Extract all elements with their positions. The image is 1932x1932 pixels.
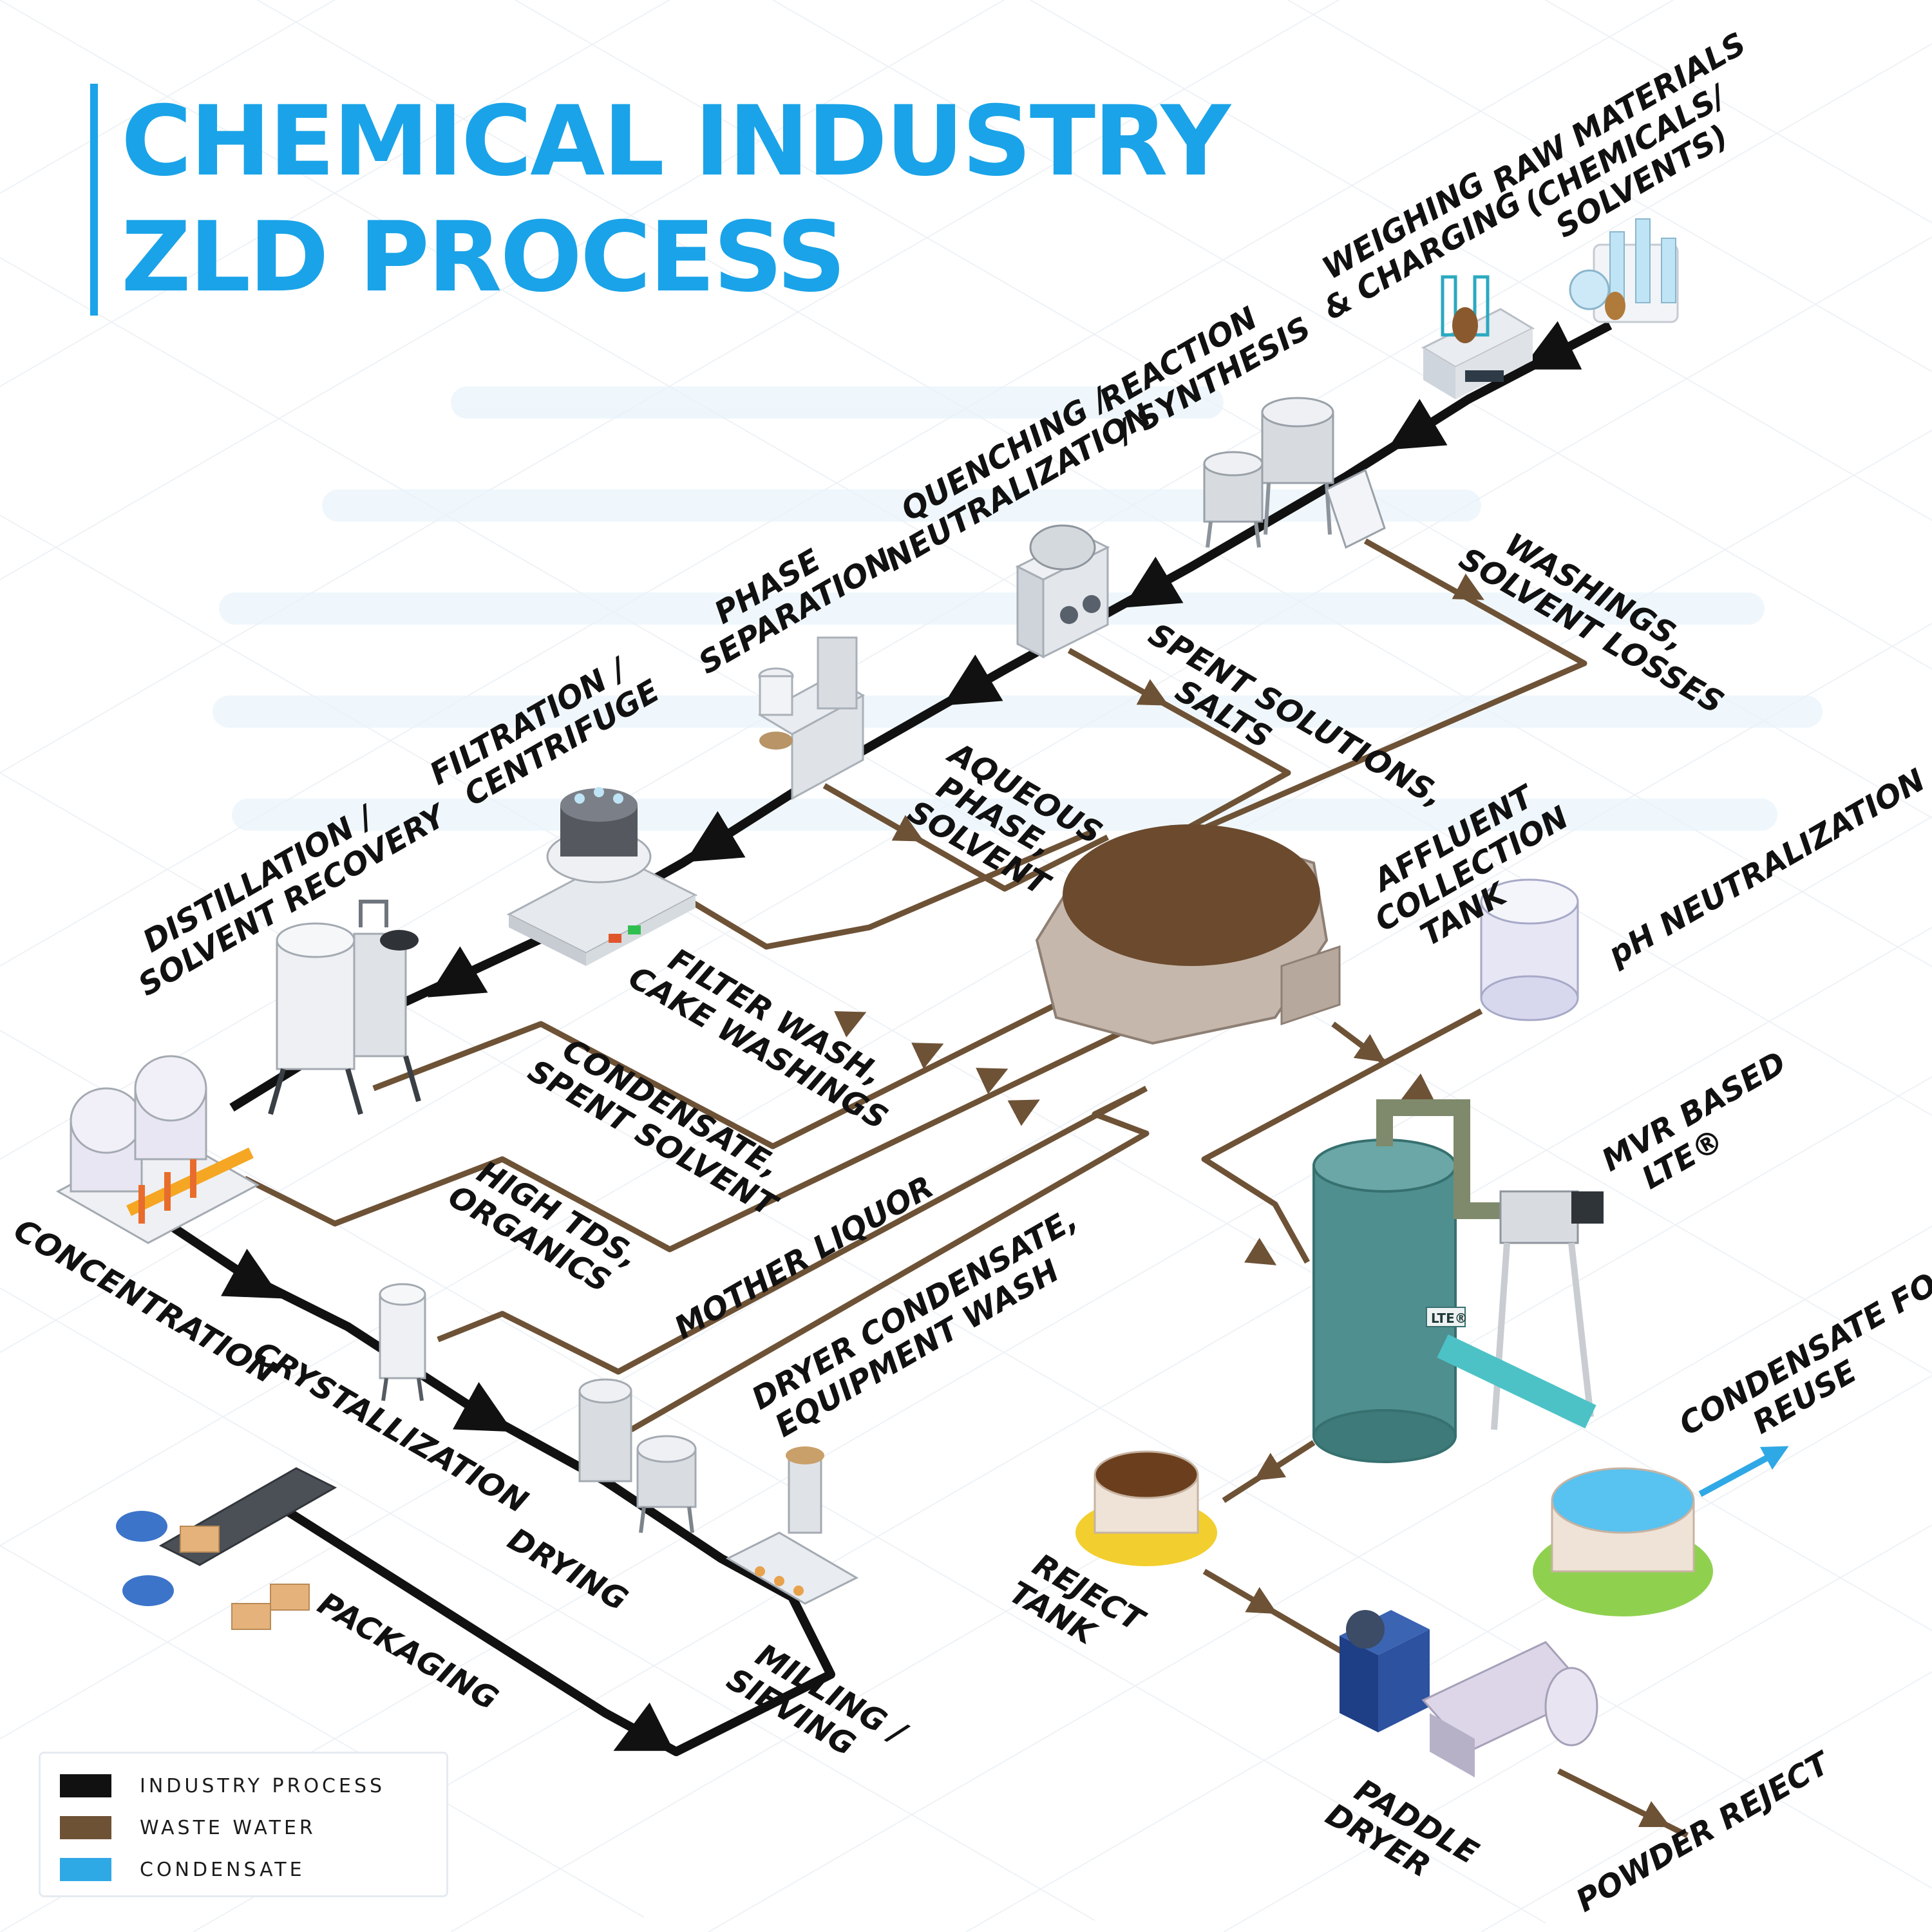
distillation-unit-icon [268,900,421,1115]
legend: INDUSTRY PROCESS WASTE WATER CONDENSATE [39,1752,448,1897]
concentration-tanks-icon [55,1055,260,1244]
centrifuge-icon [506,787,698,966]
waste-water-lines [243,538,1689,1839]
ww-condensate-spent [372,963,1135,1150]
ww-tank-to-ph [1331,1009,1483,1066]
lte-badge: LTE® [1431,1311,1468,1326]
raw-materials-flasks-icon [1569,218,1679,323]
title-line-1: CHEMICAL INDUSTRY [121,86,1231,198]
reject-tank-icon [1075,1450,1217,1566]
condensate-lines [1698,1446,1789,1497]
condensate-reuse-line [1698,1446,1789,1497]
milling-sieve-icon [725,1446,859,1605]
ww-dryer-condensate [629,1092,1150,1432]
legend-swatch-waste [60,1816,111,1839]
ww-mother-liquor [437,1086,1148,1375]
paddle-dryer-icon [1340,1610,1598,1777]
label-mvr: MVR BASED LTE® [1596,1045,1792,1197]
title-block: CHEMICAL INDUSTRY ZLD PROCESS [90,84,1231,316]
ww-washings [1197,538,1587,834]
crystallizer-icon [379,1283,426,1401]
ww-aqueous [822,783,1110,892]
legend-item-waste-water: WASTE WATER [60,1808,316,1847]
label-condensate-reuse: CONDENSATE FOR REUSE [1673,1254,1932,1443]
legend-swatch-condensate [60,1858,111,1881]
label-paddle-dryer: PADDLE DRYER [1320,1772,1484,1885]
ww-high-tds [243,1014,1154,1253]
weighing-scale-icon [1421,275,1535,399]
label-powder-reject: POWDER REJECT [1570,1744,1837,1919]
svg-text:pH NEUTRALIZATION: pH NEUTRALIZATION [1602,762,1931,973]
legend-item-condensate: CONDENSATE [60,1850,305,1889]
condensate-tank-icon [1533,1467,1713,1616]
ww-dryer-to-powder [1557,1768,1689,1839]
industry-process-lines [146,321,1613,1756]
quenching-unit-icon [1015,524,1110,659]
title-line-2: ZLD PROCESS [121,202,846,314]
ww-reject-to-dryer [1202,1569,1361,1664]
reactor-vessels-icon [1203,397,1386,549]
legend-label-condensate: CONDENSATE [140,1858,305,1881]
legend-label-industry: INDUSTRY PROCESS [140,1774,386,1797]
label-packaging: PACKAGING [312,1586,504,1718]
mvr-lte-evaporator-icon: LTE® [1312,1099,1604,1463]
dryer-vessels-icon [578,1378,697,1533]
svg-text:POWDER REJECT: POWDER REJECT [1570,1744,1837,1919]
ww-filter-wash [668,828,1096,950]
legend-label-waste: WASTE WATER [140,1816,316,1839]
phase-separator-icon [757,636,866,800]
ph-tank-icon [1480,878,1579,1021]
label-ph-neutralization: pH NEUTRALIZATION [1602,762,1931,973]
svg-text:DRYER CONDENSATE,: DRYER CONDENSATE, [746,1201,1084,1417]
legend-item-industry-process: INDUSTRY PROCESS [60,1766,385,1805]
svg-text:PACKAGING: PACKAGING [312,1586,504,1718]
collection-tank-icon [1035,824,1341,1045]
legend-swatch-industry [60,1774,111,1797]
packaging-line-icon [116,1467,337,1630]
ww-ph-to-mvr [1201,1009,1483,1264]
label-dryer-condensate: DRYER CONDENSATE, EQUIPMENT WASH [746,1201,1084,1444]
